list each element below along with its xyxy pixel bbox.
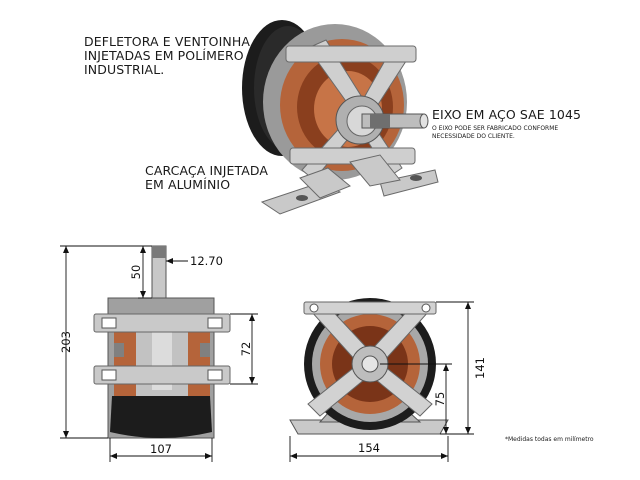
base-width-value: 154 — [358, 441, 380, 455]
shaft-length-value: 50 — [129, 265, 143, 280]
motor-front-view: 141 75 154 — [289, 298, 487, 462]
housing-label: CARCAÇA INJETADA EM ALUMÍNIO — [145, 163, 269, 192]
motor-isometric-view — [242, 20, 439, 215]
shaft-center-height-value: 75 — [433, 392, 447, 407]
shaft — [361, 113, 429, 129]
body-width-value: 107 — [150, 442, 172, 456]
front-shaft-end — [361, 355, 379, 373]
front-bracket — [285, 39, 417, 181]
side-brackets — [93, 313, 231, 385]
dim-total-height — [436, 301, 474, 435]
overall-height-value: 203 — [59, 331, 73, 353]
total-height-value: 141 — [473, 357, 487, 379]
shaft-label: EIXO EM AÇO SAE 1045 O EIXO PODE SER FAB… — [432, 107, 582, 141]
units-note: *Medidas todas em milímetro — [505, 436, 594, 443]
side-fan-cover — [110, 396, 212, 438]
deflector-label: DEFLETORA E VENTOINHA INJETADAS EM POLÍM… — [84, 34, 250, 77]
dim-shaft-center-height — [380, 363, 452, 434]
dim-overall-height — [60, 245, 152, 439]
dim-base-width — [289, 436, 449, 462]
dim-body-width — [109, 438, 213, 462]
shaft-diameter-value: 12.70 — [190, 254, 223, 268]
motor-side-view: 203 50 12.70 72 107 — [59, 245, 258, 462]
foot-spacing-value: 72 — [239, 342, 253, 357]
dim-shaft-length — [138, 246, 152, 299]
dim-foot-spacing — [230, 313, 258, 385]
